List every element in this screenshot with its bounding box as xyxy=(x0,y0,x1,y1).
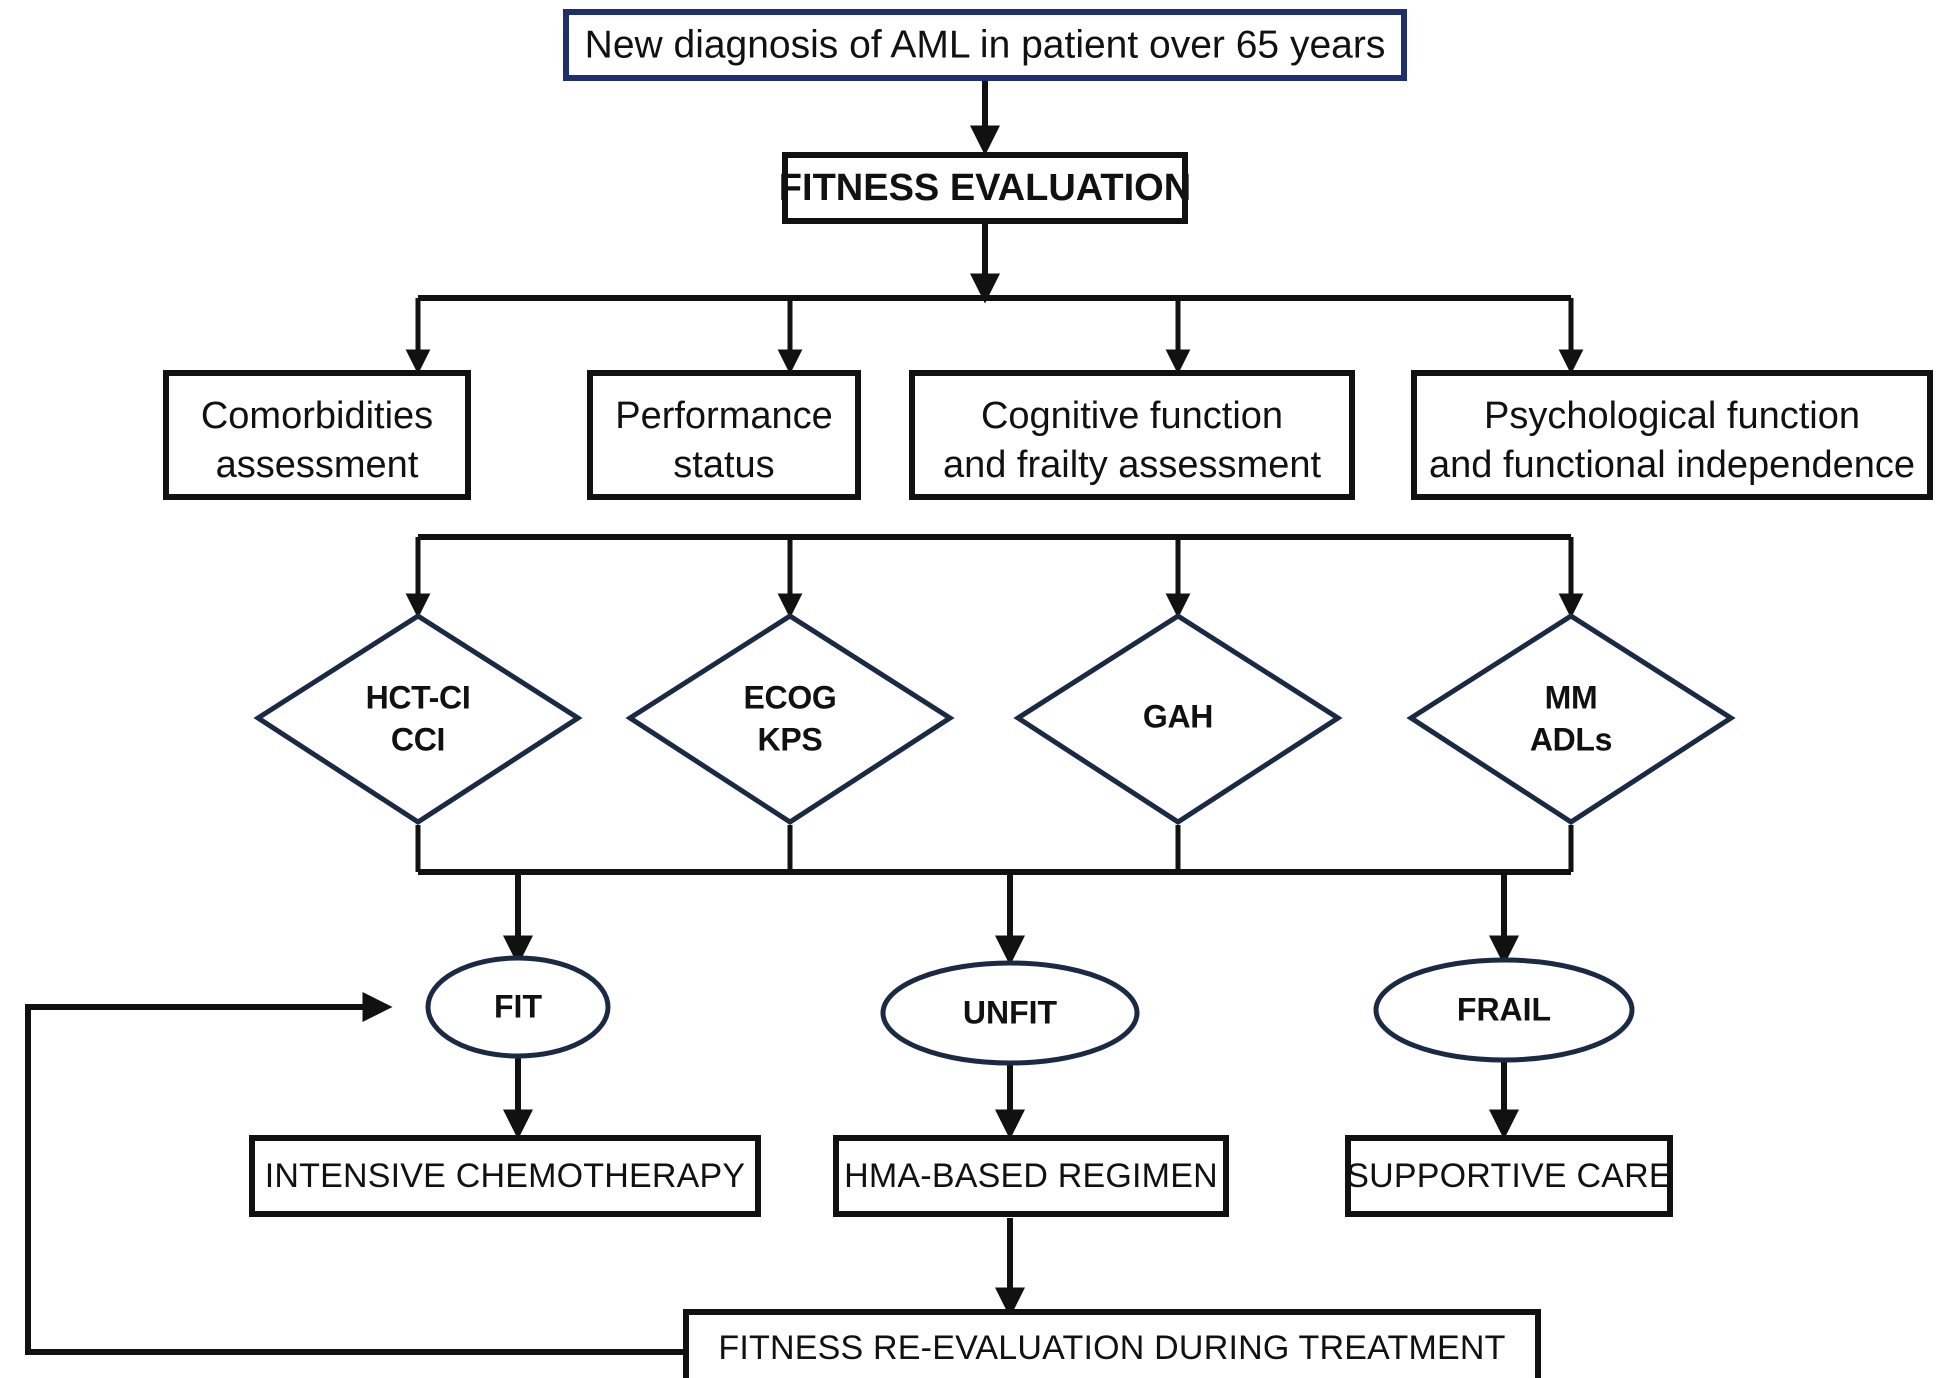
tool-mm-line1: MM xyxy=(1545,679,1598,715)
treatment-supportive-care-label: SUPPORTIVE CARE xyxy=(1346,1157,1671,1195)
tool-mm-line2: ADLs xyxy=(1530,721,1612,757)
node-treatment-hma-based-regimen[interactable]: HMA-BASED REGIMEN xyxy=(833,1135,1229,1217)
new-diagnosis-label: New diagnosis of AML in patient over 65 … xyxy=(585,23,1386,66)
treatment-hma-based-regimen-label: HMA-BASED REGIMEN xyxy=(844,1157,1218,1195)
node-domain-psychological[interactable]: Psychological function and functional in… xyxy=(1411,370,1933,500)
domain-psychological-line2: and functional independence xyxy=(1429,444,1915,486)
tool-gah-line1: GAH xyxy=(1143,698,1213,734)
tool-ecog-line1: ECOG xyxy=(743,679,836,715)
node-domain-performance[interactable]: Performance status xyxy=(587,370,861,500)
fitness-evaluation-label: FITNESS EVALUATION xyxy=(779,167,1191,209)
node-tool-mm[interactable]: MM ADLs xyxy=(1406,613,1736,825)
domain-performance-line1: Performance xyxy=(615,395,833,437)
treatment-intensive-chemotherapy-label: INTENSIVE CHEMOTHERAPY xyxy=(265,1157,745,1195)
node-tool-ecog[interactable]: ECOG KPS xyxy=(625,613,955,825)
domain-comorbidities-line2: assessment xyxy=(216,444,419,486)
fitness-reevaluation-label: FITNESS RE-EVALUATION DURING TREATMENT xyxy=(718,1329,1505,1367)
tool-ecog-line2: KPS xyxy=(758,721,823,757)
node-treatment-supportive-care[interactable]: SUPPORTIVE CARE xyxy=(1345,1135,1673,1217)
category-unfit-label: UNFIT xyxy=(963,994,1058,1030)
node-tool-gah[interactable]: GAH xyxy=(1013,613,1343,825)
domain-cognitive-line2: and frailty assessment xyxy=(943,444,1321,486)
node-domain-cognitive[interactable]: Cognitive function and frailty assessmen… xyxy=(909,370,1355,500)
node-domain-comorbidities[interactable]: Comorbidities assessment xyxy=(163,370,471,500)
node-treatment-intensive-chemotherapy[interactable]: INTENSIVE CHEMOTHERAPY xyxy=(249,1135,761,1217)
tool-hctci-line2: CCI xyxy=(391,721,445,757)
node-tool-hctci[interactable]: HCT-CI CCI xyxy=(253,613,583,825)
node-category-unfit[interactable]: UNFIT xyxy=(880,960,1140,1066)
domain-psychological-line1: Psychological function xyxy=(1484,395,1860,437)
tool-hctci-line1: HCT-CI xyxy=(366,679,471,715)
node-category-fit[interactable]: FIT xyxy=(425,955,611,1059)
domain-cognitive-line1: Cognitive function xyxy=(981,395,1283,437)
edge-reevaluation-feedback-to-fit xyxy=(25,992,686,1355)
domain-comorbidities-line1: Comorbidities xyxy=(201,395,433,437)
category-frail-label: FRAIL xyxy=(1457,991,1551,1027)
node-fitness-reevaluation[interactable]: FITNESS RE-EVALUATION DURING TREATMENT xyxy=(683,1309,1541,1378)
domain-performance-line2: status xyxy=(673,444,774,486)
category-fit-label: FIT xyxy=(494,988,542,1024)
node-fitness-evaluation[interactable]: FITNESS EVALUATION xyxy=(779,152,1191,224)
node-category-frail[interactable]: FRAIL xyxy=(1373,957,1635,1063)
node-new-diagnosis[interactable]: New diagnosis of AML in patient over 65 … xyxy=(563,9,1407,81)
